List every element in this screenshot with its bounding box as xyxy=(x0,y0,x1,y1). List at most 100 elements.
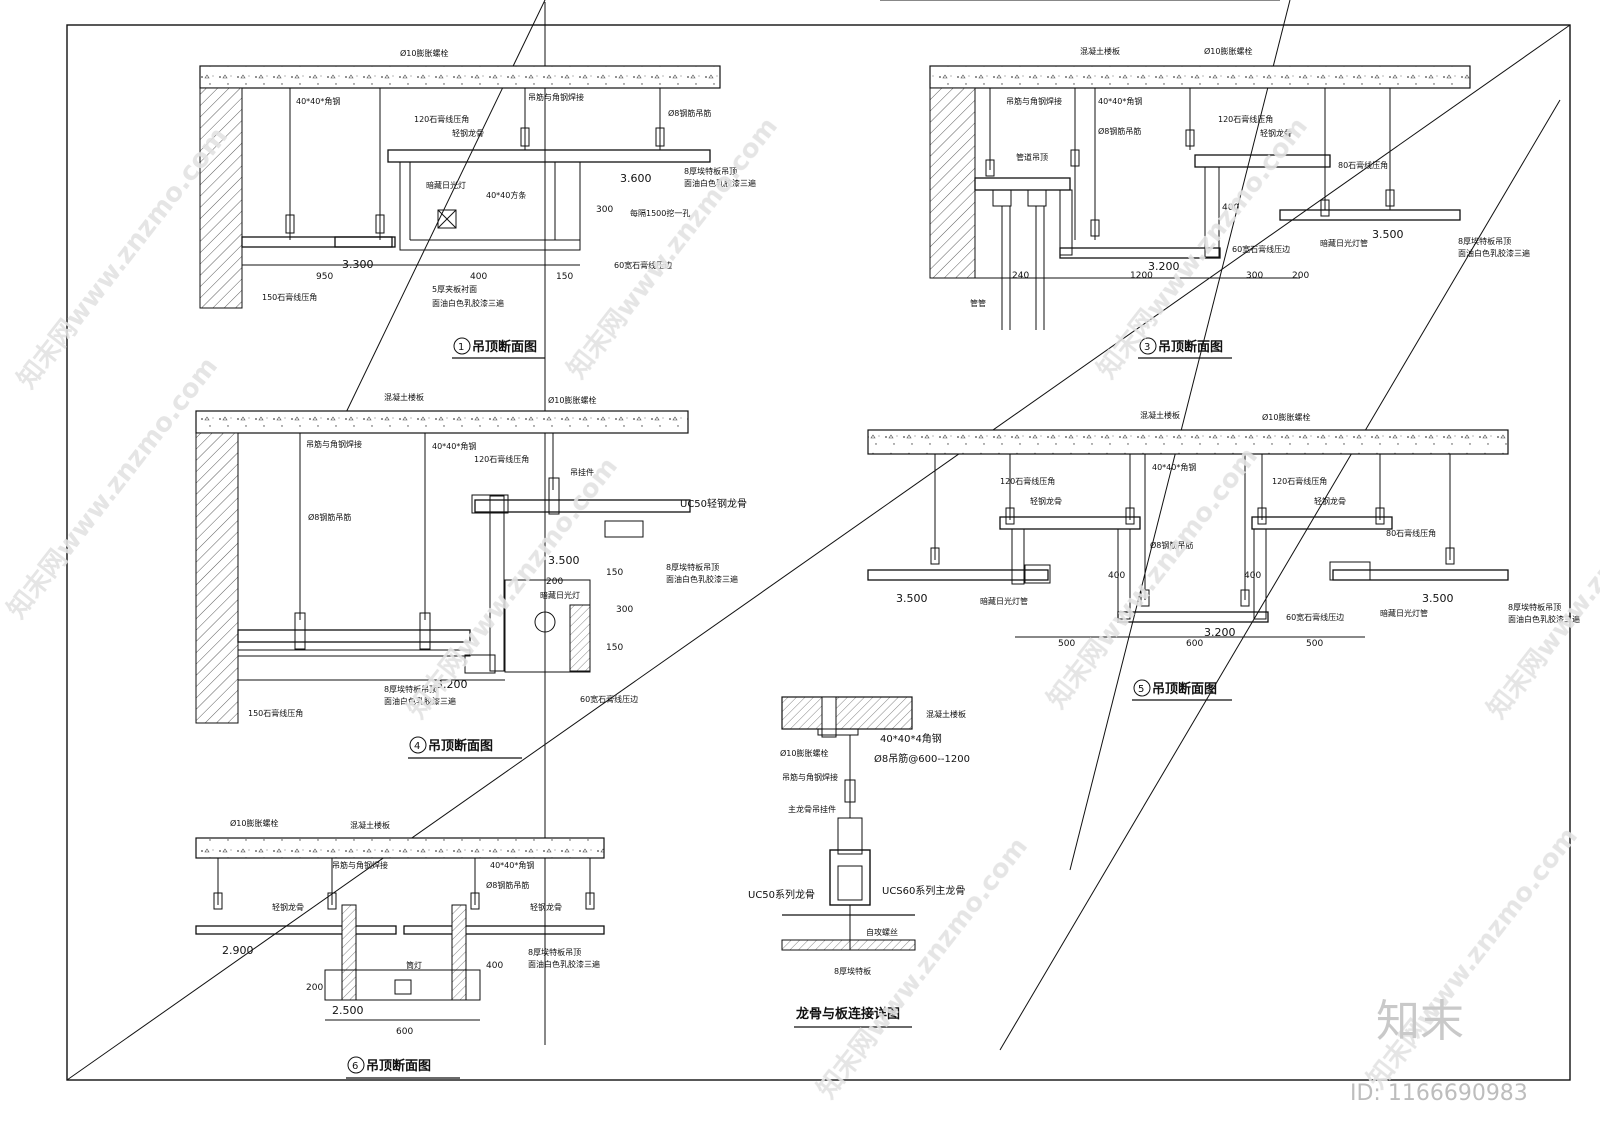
drawing-title: 龙骨与板连接详图 xyxy=(796,1006,900,1022)
note: 面油白色乳胶漆三遍 xyxy=(1458,248,1530,258)
note: 主龙骨吊挂件 xyxy=(788,804,836,814)
note: 吊挂件 xyxy=(570,467,594,477)
watermark-text: 知末网www.znzmo.com xyxy=(1042,442,1264,714)
title-number: 6 xyxy=(352,1061,358,1072)
title-number: 1 xyxy=(458,342,464,353)
dimension: 150 xyxy=(606,643,623,653)
dimension: 200 xyxy=(1292,271,1309,281)
note: 120石膏线压角 xyxy=(1000,476,1055,486)
note: 轻钢龙骨 xyxy=(1260,128,1292,138)
note: Ø10膨胀螺栓 xyxy=(230,818,278,828)
note: 120石膏线压角 xyxy=(1272,476,1327,486)
dimension: 400 xyxy=(1108,571,1125,581)
dimension: 200 xyxy=(546,577,563,587)
note: 40*40*角钢 xyxy=(1098,96,1142,106)
drawing-title: 吊顶断面图 xyxy=(1152,681,1217,697)
note: 5厚夹板衬面 xyxy=(432,284,477,294)
construction-lines xyxy=(66,0,1571,1081)
title-bubble xyxy=(409,736,427,754)
wall xyxy=(199,87,243,309)
note: 8厚埃特板 xyxy=(834,966,871,976)
note: Ø10膨胀螺栓 xyxy=(548,395,596,405)
note: 筒灯 xyxy=(406,960,422,970)
dimension: 300 xyxy=(1246,271,1263,281)
note: Ø8吊筋@600--1200 xyxy=(874,752,970,765)
note: 80石膏线压角 xyxy=(1386,528,1436,538)
note: 8厚埃特板吊顶 xyxy=(684,166,737,176)
concrete-slab xyxy=(929,65,1471,89)
note: 每隔1500挖一孔 xyxy=(630,208,690,218)
note: 管管 xyxy=(970,298,986,308)
note: 40*40*角钢 xyxy=(432,441,476,451)
dimension: 300 xyxy=(596,205,613,215)
note: 120石膏线压角 xyxy=(1218,114,1273,124)
connection-detail: 混凝土楼板 40*40*4角钢 Ø10膨胀螺栓 Ø8吊筋@600--1200 吊… xyxy=(748,696,970,1028)
title-number: 3 xyxy=(1144,342,1150,353)
title-number: 4 xyxy=(414,741,420,752)
wall xyxy=(929,87,976,279)
note: Ø10膨胀螺栓 xyxy=(780,748,828,758)
concrete-slab xyxy=(781,696,913,730)
note: UC50系列龙骨 xyxy=(748,888,815,901)
note: 120石膏线压角 xyxy=(414,114,469,124)
note: 混凝土楼板 xyxy=(1080,46,1120,56)
drawing-title: 吊顶断面图 xyxy=(1158,339,1223,355)
concrete-slab xyxy=(867,429,1509,455)
level-mark: 3.200 xyxy=(1148,260,1180,273)
level-mark: 3.500 xyxy=(896,592,928,605)
note: Ø8钢筋吊筋 xyxy=(308,512,351,522)
drawing-title: 吊顶断面图 xyxy=(366,1058,431,1074)
note: 管道吊顶 xyxy=(1016,152,1048,162)
concrete-slab xyxy=(195,837,605,859)
dimension: 240 xyxy=(1012,271,1029,281)
note: 60宽石膏线压边 xyxy=(1232,244,1290,254)
note: 吊筋与角钢焊接 xyxy=(332,860,388,870)
note: 吊筋与角钢焊接 xyxy=(1006,96,1062,106)
level-mark: 3.600 xyxy=(620,172,652,185)
note: 吊筋与角钢焊接 xyxy=(306,439,362,449)
dimension: 150 xyxy=(606,568,623,578)
note: 60宽石膏线压边 xyxy=(580,694,638,704)
note: 150石膏线压角 xyxy=(262,292,317,302)
note: 面油白色乳胶漆三遍 xyxy=(1508,614,1580,624)
dimension: 500 xyxy=(1306,639,1323,649)
note: 面油白色乳胶漆三遍 xyxy=(384,696,456,706)
note: 面油白色乳胶漆三遍 xyxy=(528,959,600,969)
note: Ø8钢筋吊筋 xyxy=(486,880,529,890)
note: 40*40方条 xyxy=(486,190,526,200)
note: 吊筋与角钢焊接 xyxy=(782,772,838,782)
level-mark: 2.900 xyxy=(222,944,254,957)
note: Ø10膨胀螺栓 xyxy=(1262,412,1310,422)
note: Ø8钢筋吊筋 xyxy=(668,108,711,118)
section-6: Ø10膨胀螺栓 混凝土楼板 吊筋与角钢焊接 40*40*角钢 Ø8钢筋吊筋 轻钢… xyxy=(195,818,605,1079)
level-mark: 3.500 xyxy=(1422,592,1454,605)
watermark-text: 知末网www.znzmo.com xyxy=(402,452,624,724)
drawing-title: 吊顶断面图 xyxy=(428,738,493,754)
note: 暗藏日光灯管 xyxy=(1320,238,1368,248)
note: 8厚埃特板吊顶 xyxy=(1508,602,1561,612)
watermark-text: 知末网www.znzmo.com xyxy=(1362,822,1584,1094)
note: 40*40*4角钢 xyxy=(880,732,942,745)
note: 8厚埃特板吊顶 xyxy=(384,684,437,694)
note: 60宽石膏线压边 xyxy=(614,260,672,270)
wall xyxy=(195,432,239,724)
note: 8厚埃特板吊顶 xyxy=(666,562,719,572)
note: 暗藏日光灯 xyxy=(426,180,466,190)
note: 150石膏线压角 xyxy=(248,708,303,718)
note: 混凝土楼板 xyxy=(1140,410,1180,420)
dimension: 400 xyxy=(470,272,487,282)
title-bubble xyxy=(453,337,471,355)
concrete-slab xyxy=(195,410,689,434)
note: 8厚埃特板吊顶 xyxy=(1458,236,1511,246)
level-mark: 3.200 xyxy=(1204,626,1236,639)
note: Ø8钢筋吊筋 xyxy=(1150,540,1193,550)
note: UCS60系列主龙骨 xyxy=(882,884,965,897)
note: 40*40*角钢 xyxy=(490,860,534,870)
section-4: 混凝土楼板 Ø10膨胀螺栓 吊筋与角钢焊接 40*40*角钢 120石膏线压角 … xyxy=(195,392,747,759)
note: 混凝土楼板 xyxy=(384,392,424,402)
level-mark: 3.200 xyxy=(436,678,468,691)
note: UC50轻钢龙骨 xyxy=(680,497,747,510)
level-mark: 2.500 xyxy=(332,1004,364,1017)
note: 混凝土楼板 xyxy=(926,709,966,719)
note: 轻钢龙骨 xyxy=(530,902,562,912)
